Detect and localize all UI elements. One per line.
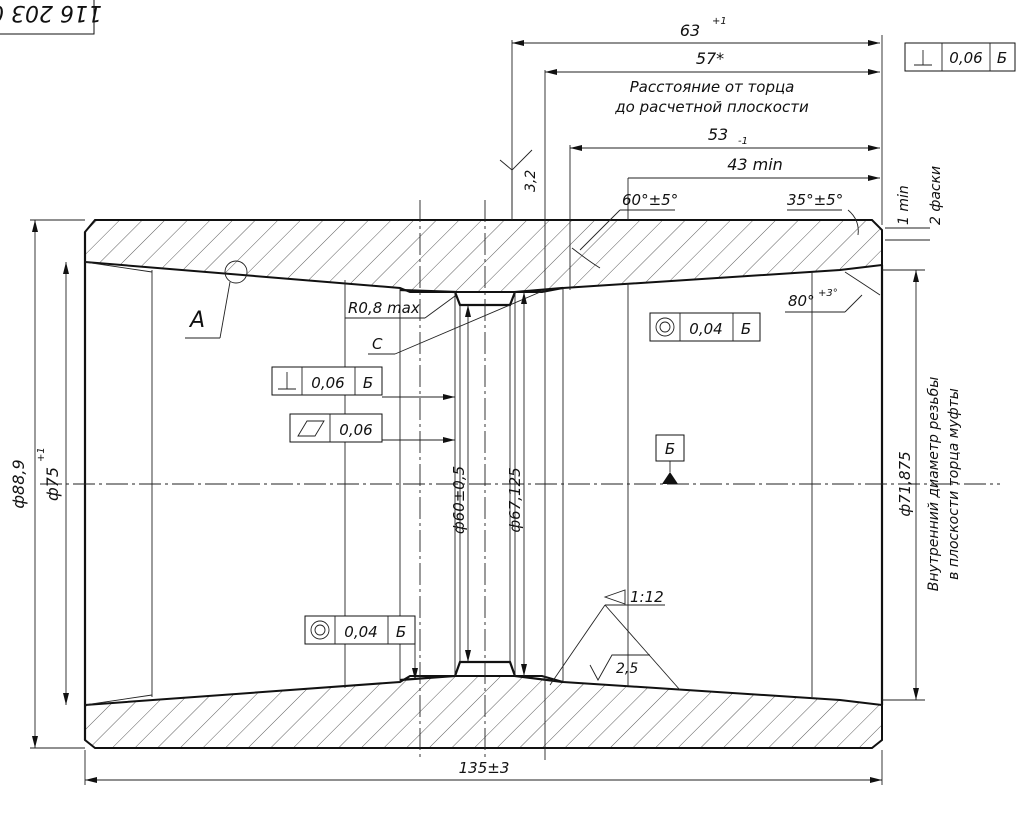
- svg-text:ф88,9: ф88,9: [9, 459, 28, 508]
- svg-text:Б: Б: [363, 374, 373, 392]
- note-distance-line1: Расстояние от торца: [630, 78, 795, 96]
- flatness-icon: [297, 420, 325, 437]
- svg-text:135±3: 135±3: [459, 759, 510, 777]
- top-dimensions: 63 +1 57* Расстояние от торца до расчетн…: [499, 16, 944, 760]
- dim-53: 53: [708, 125, 728, 144]
- svg-text:ф67,125: ф67,125: [506, 467, 524, 532]
- svg-text:0,04: 0,04: [689, 320, 722, 338]
- view-A-callout: A: [185, 260, 248, 339]
- concentricity-icon: [655, 317, 675, 337]
- svg-text:ф71,875: ф71,875: [896, 451, 914, 516]
- tolerance-frame-concentric-left: 0,04 Б: [304, 615, 418, 680]
- right-diameter: ф71,875 Внутренний диаметр резьбы в плос…: [882, 269, 962, 701]
- tolerance-frame-concentric-right: 0,04 Б: [649, 312, 761, 342]
- dim-63: 63: [680, 21, 700, 40]
- svg-text:Б: Б: [396, 623, 406, 641]
- tolerance-frame-perp-mid: 0,06 Б: [271, 366, 455, 400]
- svg-text:ф75: ф75: [43, 467, 62, 501]
- dim-53-tol: -1: [738, 136, 748, 147]
- svg-text:C: C: [372, 335, 383, 353]
- svg-text:в плоскости торца муфты: в плоскости торца муфты: [946, 388, 962, 580]
- drawing-number-stamp: 116 203 0: [0, 0, 102, 35]
- svg-text:0,06: 0,06: [311, 374, 344, 392]
- radius-callout: R0,8 max C: [345, 289, 546, 355]
- svg-text:ф60±0,5: ф60±0,5: [450, 466, 468, 534]
- svg-text:A: A: [188, 308, 205, 333]
- angle-60: 60°±5°: [622, 191, 678, 209]
- dim-63-tol: +1: [712, 16, 727, 27]
- roughness-32: 3,2: [523, 170, 539, 192]
- concentricity-icon: [310, 620, 330, 640]
- bottom-wall-hatch: [84, 675, 883, 749]
- note-distance-line2: до расчетной плоскости: [614, 98, 809, 116]
- left-diameters: ф88,9 ф75 +1: [9, 219, 85, 749]
- svg-text:Б: Б: [665, 440, 675, 458]
- taper-callout: 1:12: [549, 588, 681, 691]
- svg-text:Б: Б: [741, 320, 751, 338]
- svg-text:R0,8 max: R0,8 max: [348, 299, 420, 317]
- svg-text:1:12: 1:12: [630, 588, 664, 606]
- inner-diameters: ф60±0,5 ф67,125: [450, 292, 527, 676]
- tolerance-frame-flatness: 0,06: [289, 413, 455, 443]
- svg-text:0,06: 0,06: [949, 49, 982, 67]
- dim-43: 43 min: [727, 155, 783, 174]
- svg-text:0,06: 0,06: [339, 421, 372, 439]
- tolerance-frame-perp-top: 0,06 Б: [904, 42, 1016, 72]
- svg-text:2,5: 2,5: [616, 661, 638, 677]
- svg-text:Б: Б: [997, 49, 1007, 67]
- chamfer-1min: 1 min: [896, 185, 912, 225]
- stamp-text: 116 203 0: [0, 0, 102, 25]
- angle-35: 35°±5°: [787, 191, 843, 209]
- svg-text:80°: 80°: [788, 292, 815, 310]
- datum-marker: Б: [655, 434, 685, 484]
- angle-80-callout: 80° +3°: [785, 271, 881, 313]
- top-wall-hatch: [84, 219, 883, 293]
- bottom-length: 135±3: [84, 750, 883, 785]
- chamfer-2: 2 фаски: [928, 166, 944, 225]
- roughness-25: 2,5: [589, 654, 650, 681]
- svg-text:+3°: +3°: [818, 288, 838, 299]
- svg-text:0,04: 0,04: [344, 623, 377, 641]
- coupling-section: [83, 219, 884, 749]
- dim-57: 57*: [696, 49, 724, 68]
- svg-text:+1: +1: [36, 447, 47, 462]
- svg-text:Внутренний диаметр резьбы: Внутренний диаметр резьбы: [926, 377, 942, 592]
